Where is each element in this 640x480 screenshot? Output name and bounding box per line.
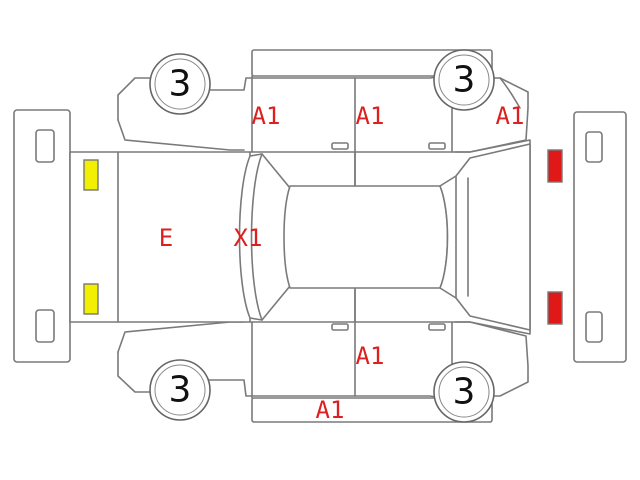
- wheel-rear-bottom: 3: [433, 361, 495, 423]
- front-left-lamp-marker: [83, 159, 99, 191]
- top-side-panel: [117, 49, 529, 186]
- top-view-body: [69, 139, 531, 335]
- wheel-front-top: 3: [149, 53, 211, 115]
- code-rear-door-bottom: A1: [356, 342, 385, 370]
- code-windshield: X1: [234, 224, 263, 252]
- rear-bumper: [573, 111, 627, 363]
- wheel-rear-top-value: 3: [453, 60, 476, 101]
- code-rocker-bottom: A1: [316, 396, 345, 424]
- front-bumper: [13, 109, 71, 363]
- wheel-rear-bottom-value: 3: [453, 372, 476, 413]
- wheel-front-bottom-value: 3: [169, 370, 192, 411]
- code-hood: E: [159, 224, 173, 252]
- code-front-door-top: A1: [252, 102, 281, 130]
- code-rear-door-top: A1: [356, 102, 385, 130]
- rear-right-lamp-marker: [547, 291, 563, 325]
- wheel-front-bottom: 3: [149, 359, 211, 421]
- rear-left-lamp-marker: [547, 149, 563, 183]
- code-rear-fender-top: A1: [496, 102, 525, 130]
- wheel-front-top-value: 3: [169, 64, 192, 105]
- front-right-lamp-marker: [83, 283, 99, 315]
- wheel-rear-top: 3: [433, 49, 495, 111]
